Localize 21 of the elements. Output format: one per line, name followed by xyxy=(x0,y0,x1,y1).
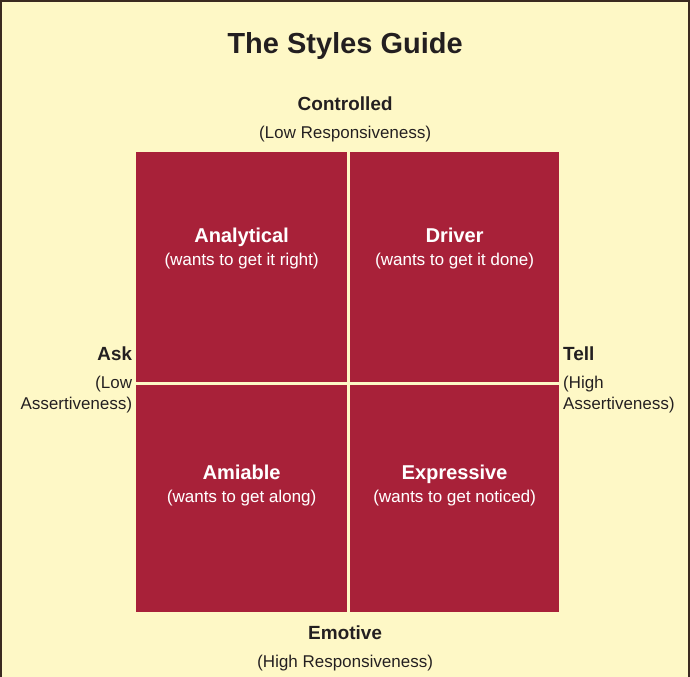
quadrant-description: (wants to get along) xyxy=(166,486,316,508)
axis-description: (High Responsiveness) xyxy=(256,651,434,672)
quadrant-box xyxy=(136,152,347,382)
quadrant-heading: Driver xyxy=(426,224,484,249)
axis-label: Ask xyxy=(96,344,132,365)
quadrant-heading: Analytical xyxy=(194,224,289,249)
axis-description: (Low Assertiveness) xyxy=(20,372,132,414)
axis-label: Controlled xyxy=(296,94,394,115)
axis-description: (High Assertiveness) xyxy=(563,372,676,414)
quadrant-box xyxy=(350,152,559,382)
quadrant-heading: Expressive xyxy=(402,460,508,486)
quadrant-description: (wants to get noticed) xyxy=(373,486,536,508)
quadrant-description: (wants to get it right) xyxy=(164,249,318,271)
quadrant-description: (wants to get it done) xyxy=(375,249,534,271)
quadrant-box xyxy=(136,385,347,612)
title: The Styles Guide xyxy=(226,27,464,62)
quadrant-heading: Amiable xyxy=(202,460,280,486)
axis-label: Tell xyxy=(563,344,596,365)
axis-description: (Low Responsiveness) xyxy=(258,122,432,143)
axis-label: Emotive xyxy=(307,623,383,644)
quadrant-box xyxy=(350,385,559,612)
